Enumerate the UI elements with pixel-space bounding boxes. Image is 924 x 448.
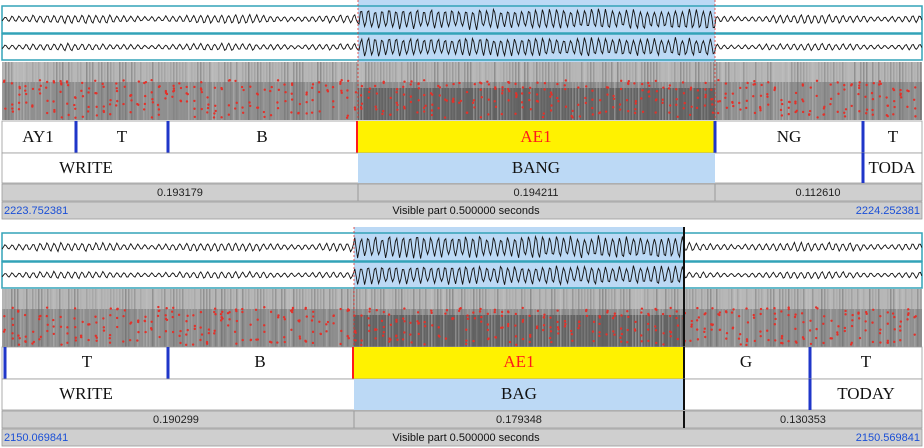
phone-interval-ae1[interactable] <box>354 347 684 379</box>
spectrogram[interactable] <box>2 62 922 120</box>
duration-label: 0.190299 <box>153 414 199 426</box>
end-time: 2150.569841 <box>856 432 920 444</box>
duration-label: 0.194211 <box>513 187 558 199</box>
end-time: 2224.252381 <box>856 205 920 217</box>
duration-label: 0.179348 <box>496 414 542 426</box>
visible-part-label: Visible part 0.500000 seconds <box>392 432 540 444</box>
visible-part-bar[interactable] <box>1 201 923 220</box>
phone-label: T <box>861 352 872 371</box>
duration-bar[interactable] <box>1 183 923 202</box>
word-label: WRITE <box>59 384 113 403</box>
start-time: 2150.069841 <box>4 432 68 444</box>
word-label: TODAY <box>837 384 895 403</box>
visible-part-bar[interactable] <box>1 428 923 447</box>
word-label: BAG <box>501 384 537 403</box>
start-time: 2223.752381 <box>4 205 68 217</box>
waveform-channel-1[interactable] <box>1 232 923 262</box>
editor-panel-top: AY1 T B AE1 NG T WRITE BANG TODA 0.19317… <box>0 0 924 222</box>
phone-label: T <box>888 127 899 146</box>
word-interval-selected[interactable] <box>358 153 715 183</box>
spectrogram[interactable] <box>2 289 922 347</box>
phone-label: T <box>82 352 93 371</box>
phone-label: B <box>256 127 267 146</box>
duration-label: 0.112610 <box>795 187 840 199</box>
phone-interval-ae1[interactable] <box>358 121 715 153</box>
waveform-channel-2[interactable] <box>1 261 923 289</box>
phone-label-highlighted: AE1 <box>520 127 551 146</box>
editor-panel-bottom: T B AE1 G T WRITE BAG TODAY 0.190299 0.1… <box>0 227 924 448</box>
waveform-channel-2[interactable] <box>1 33 923 61</box>
duration-bar[interactable] <box>1 410 923 429</box>
phone-label: G <box>740 352 752 371</box>
word-label: TODA <box>869 158 917 177</box>
duration-label: 0.193179 <box>157 187 203 199</box>
phone-label: NG <box>777 127 802 146</box>
phone-label-highlighted: AE1 <box>503 352 534 371</box>
waveform-channel-1[interactable] <box>1 5 923 34</box>
phone-label: B <box>254 352 265 371</box>
word-label: BANG <box>512 158 560 177</box>
duration-label: 0.130353 <box>780 414 826 426</box>
phone-label: AY1 <box>22 127 54 146</box>
visible-part-label: Visible part 0.500000 seconds <box>392 205 540 217</box>
word-label: WRITE <box>59 158 113 177</box>
phone-label: T <box>117 127 128 146</box>
word-interval-selected[interactable] <box>354 379 684 410</box>
